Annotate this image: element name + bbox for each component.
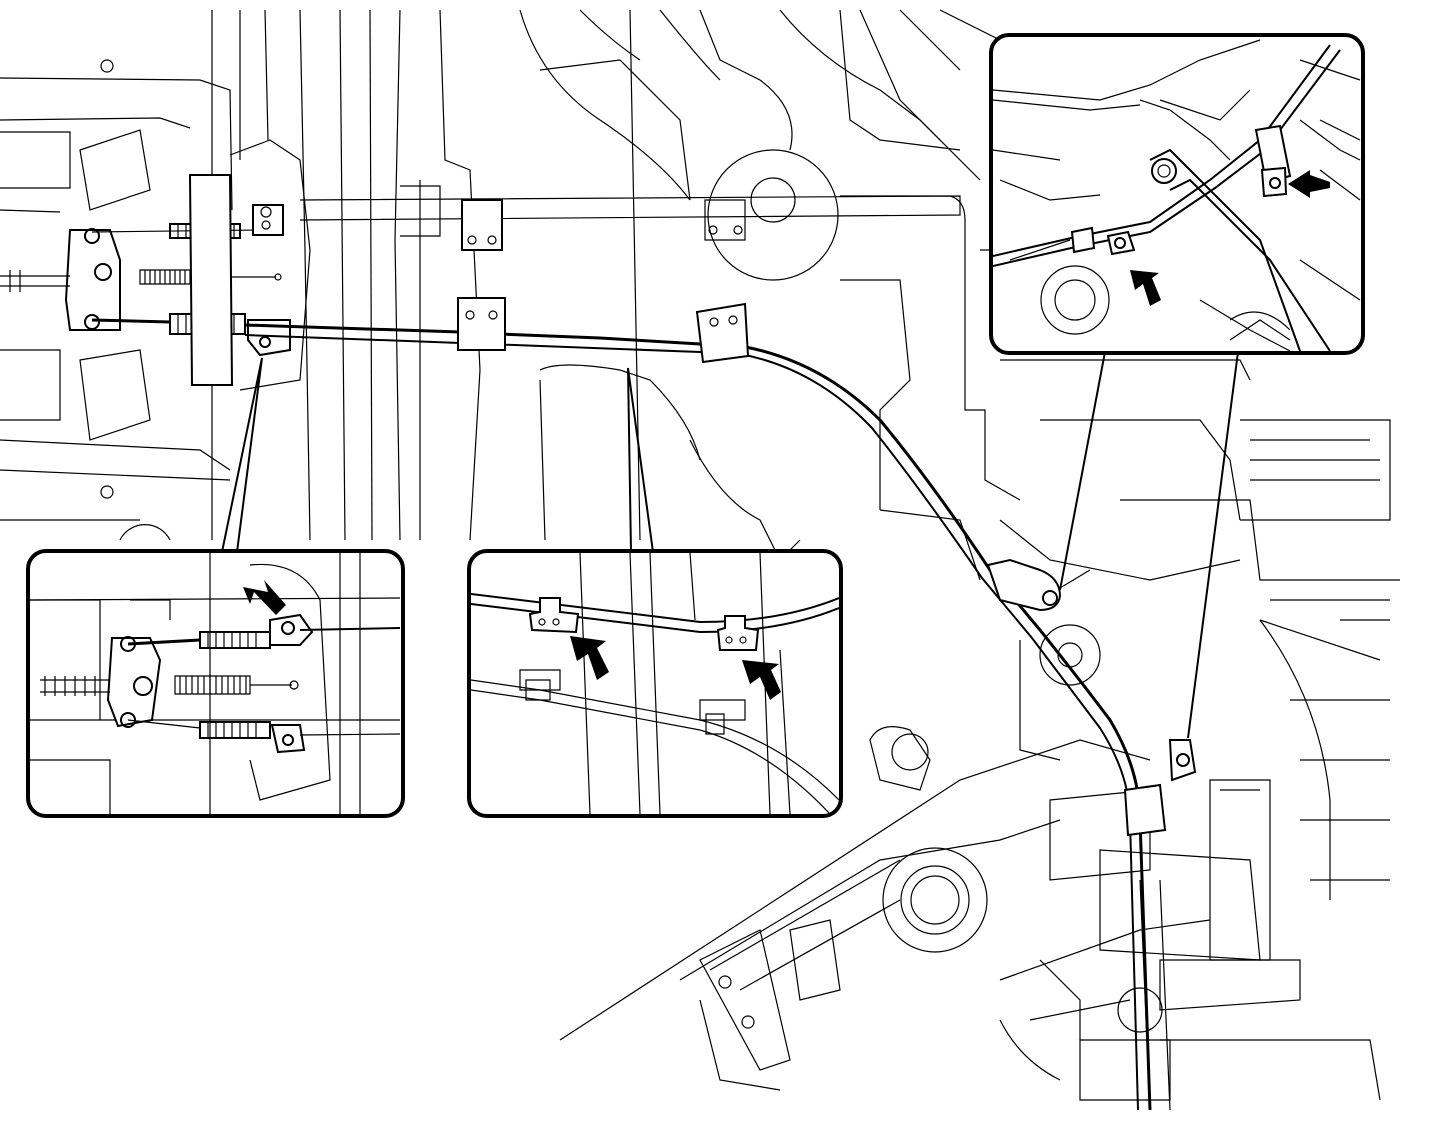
arrow-icon (1130, 270, 1161, 306)
arrow-icon (742, 660, 781, 700)
arrow-icon (1288, 170, 1330, 198)
parking-brake-cable (244, 199, 1197, 1111)
arrow-icon (570, 636, 609, 680)
underbody-structure (0, 9, 1400, 1111)
right-detail-callout (989, 33, 1365, 355)
center-detail-callout (467, 549, 843, 818)
left-detail-callout (26, 549, 405, 818)
arrow-icon (243, 580, 286, 615)
brake-equalizer-assembly (0, 139, 311, 391)
